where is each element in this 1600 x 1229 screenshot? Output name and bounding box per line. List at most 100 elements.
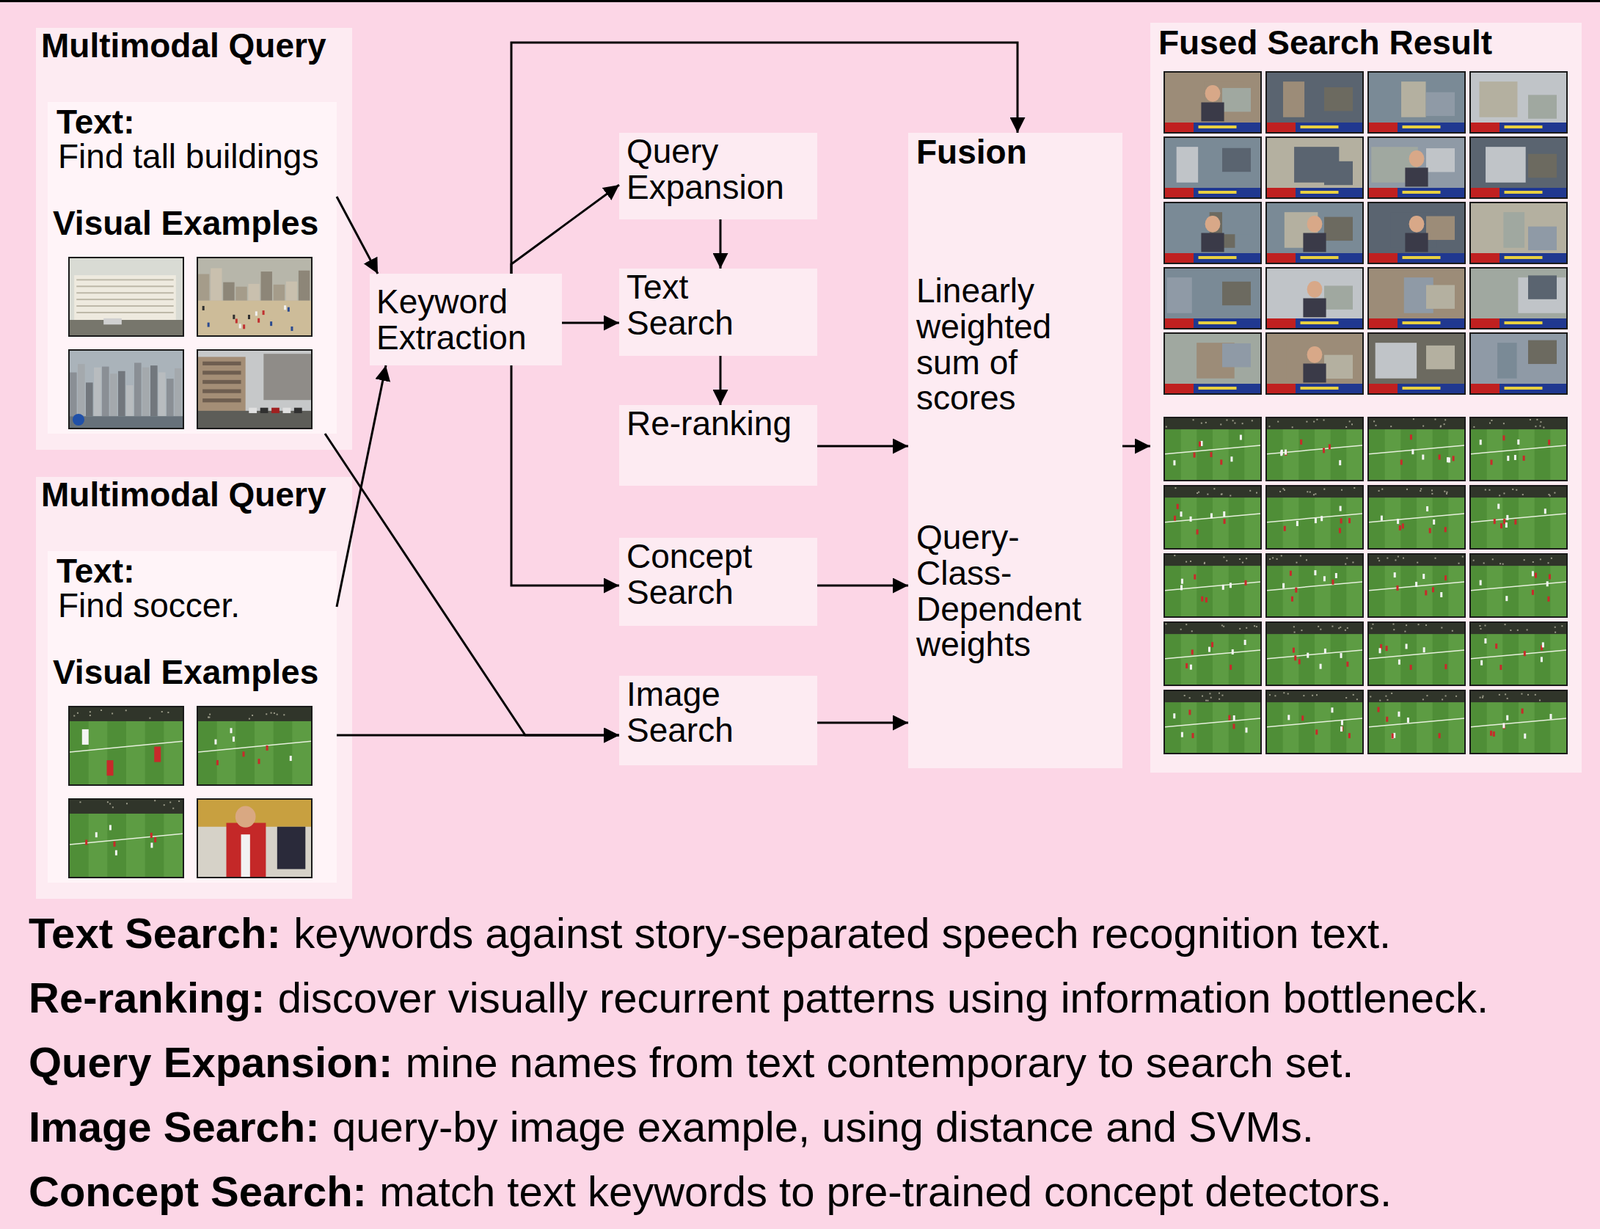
panel-heading: Multimodal Query (41, 27, 326, 64)
box-label: Query Expansion (626, 133, 799, 206)
note-term: Re-ranking: (28, 973, 265, 1022)
thumbnail (1163, 136, 1262, 199)
thumbnail (1367, 136, 1466, 199)
arrow-connector (511, 42, 1018, 274)
query-panel: Text:Find soccer. Visual Examples Multimod… (35, 476, 353, 899)
thumbnail (1367, 689, 1466, 755)
thumbnail (196, 705, 313, 786)
thumbnail (1163, 201, 1262, 265)
panel-heading: Multimodal Query (41, 476, 326, 513)
note-term: Image Search: (28, 1102, 320, 1151)
box-label: Re-ranking (626, 405, 792, 442)
arrow-connector (817, 584, 909, 587)
process-box: Text Search (619, 268, 818, 356)
box-label: Image Search (626, 676, 799, 749)
thumbnail (196, 256, 313, 337)
thumbnail (1469, 267, 1568, 330)
arrow-connector (511, 365, 620, 586)
thumbnail (1469, 621, 1568, 686)
thumbnail (1265, 553, 1364, 618)
process-box: Query Expansion (619, 132, 818, 220)
thumbnail (1367, 71, 1466, 134)
process-box: Concept Search (619, 537, 818, 626)
thumbnail (1265, 689, 1364, 755)
process-box: Re-ranking (619, 404, 818, 486)
arrow-connector (336, 734, 620, 737)
thumbnail (1367, 484, 1466, 550)
thumbnail (1469, 71, 1568, 134)
thumbnail (1367, 621, 1466, 686)
query-text: Find soccer. (57, 587, 240, 624)
thumbnail (1265, 71, 1364, 134)
note-text: query-by image example, using distance a… (332, 1102, 1314, 1151)
thumbnail (1163, 267, 1262, 330)
thumbnail (68, 256, 185, 337)
box-label: Concept Search (626, 538, 799, 611)
thumbnail (196, 349, 313, 430)
result-panel: Fused Search Result (1150, 22, 1582, 773)
thumbnail (1469, 416, 1568, 482)
thumbnail (1367, 416, 1466, 482)
field-label: Visual Examples (52, 205, 319, 242)
query-box: Text:Find tall buildingsVisual Examples (47, 101, 337, 434)
thumbnail (1163, 621, 1262, 686)
thumbnail (68, 349, 185, 430)
box-label: Query-Class-Dependent weights (916, 519, 1100, 663)
thumbnail (1265, 201, 1364, 265)
thumbnail (1163, 71, 1262, 134)
arrow-connector (719, 219, 722, 269)
thumbnail (196, 798, 313, 879)
note-text: mine names from text contemporary to sea… (405, 1038, 1355, 1086)
query-text: Find tall buildings (57, 138, 319, 175)
thumbnail (1265, 332, 1364, 395)
result-thumbnails (1150, 22, 1582, 773)
note-text: keywords against story-separated speech … (293, 908, 1391, 957)
thumbnail (1469, 484, 1568, 550)
thumbnail (1163, 416, 1262, 482)
note-term: Concept Search: (28, 1167, 367, 1215)
query-panel: Text:Find tall buildingsVisual Examples M… (35, 27, 353, 450)
panel-heading: Fused Search Result (1158, 24, 1493, 61)
arrow-connector (1122, 445, 1151, 448)
arrow-connector (324, 433, 620, 736)
thumbnail (68, 798, 185, 879)
box-label: Keyword Extraction (376, 283, 557, 356)
thumbnail (1367, 201, 1466, 265)
thumbnail (1469, 332, 1568, 395)
field-label: Text: (56, 553, 135, 590)
thumbnail (1367, 553, 1466, 618)
thumbnail (1367, 332, 1466, 395)
arrow-connector (561, 322, 620, 325)
box-label: Text Search (626, 269, 799, 342)
thumbnail (1265, 484, 1364, 550)
arrow-connector (817, 445, 909, 448)
note-text: match text keywords to pre-trained conce… (379, 1167, 1392, 1215)
note-term: Query Expansion: (28, 1038, 393, 1086)
field-label: Visual Examples (52, 654, 319, 691)
arrow-connector (817, 721, 909, 725)
arrow-connector (719, 355, 722, 405)
field-label: Text: (56, 104, 135, 141)
thumbnail (1469, 201, 1568, 265)
thumbnail (1469, 136, 1568, 199)
arrow-connector (511, 184, 620, 274)
thumbnail (1265, 416, 1364, 482)
arrow-connector (336, 365, 386, 607)
thumbnail (1163, 484, 1262, 550)
thumbnail (1163, 689, 1262, 755)
note-term: Text Search: (28, 908, 281, 957)
thumbnail (1469, 689, 1568, 755)
box-label: Linearly weighted sum of scores (916, 272, 1100, 416)
box-heading: Fusion (916, 134, 1028, 171)
process-box: Image Search (619, 675, 818, 766)
thumbnail (1163, 332, 1262, 395)
thumbnail (1265, 621, 1364, 686)
process-box: Keyword Extraction (369, 273, 562, 366)
thumbnail (68, 705, 185, 786)
thumbnail (1367, 267, 1466, 330)
thumbnail (1163, 553, 1262, 618)
arrow-connector (336, 196, 378, 274)
query-box: Text:Find soccer. Visual Examples (47, 550, 337, 883)
top-rule (0, 0, 1600, 3)
thumbnail (1469, 553, 1568, 618)
